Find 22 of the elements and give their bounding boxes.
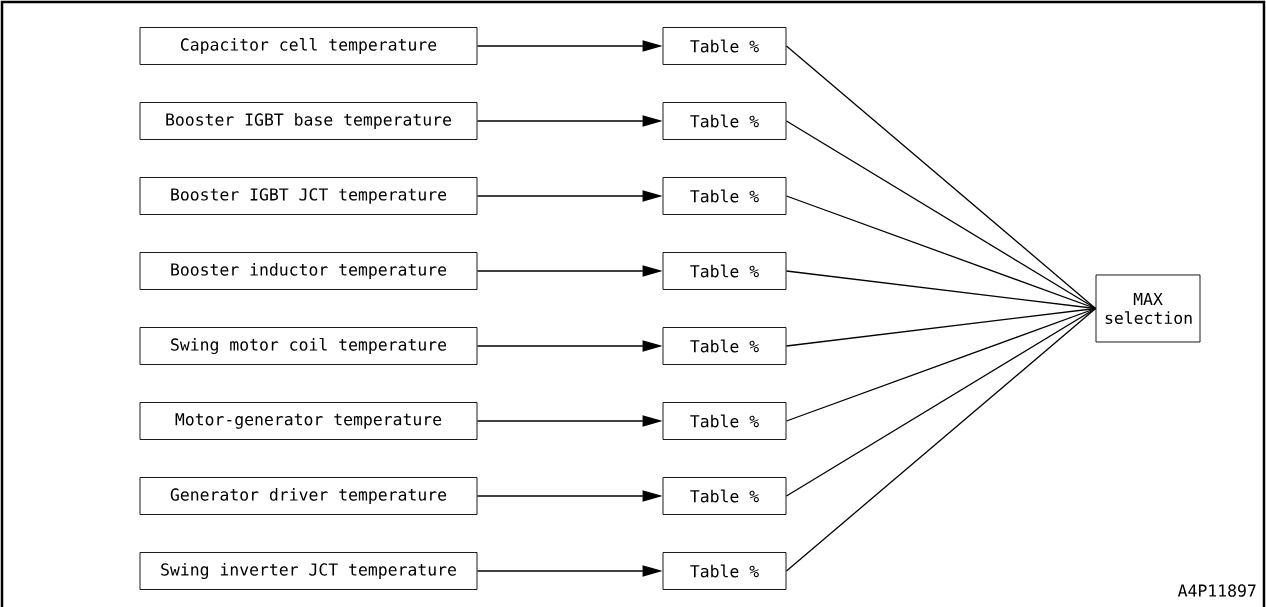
table-box: Table % — [662, 402, 787, 440]
input-box: Swing motor coil temperature — [139, 327, 478, 365]
table-box: Table % — [662, 177, 787, 215]
table-box: Table % — [662, 252, 787, 290]
table-box: Table % — [662, 552, 787, 590]
input-box: Booster IGBT JCT temperature — [139, 177, 478, 215]
input-box: Booster inductor temperature — [139, 252, 478, 290]
input-box: Generator driver temperature — [139, 477, 478, 515]
connector-line — [785, 307, 1097, 347]
drawing-number: A4P11897 — [1177, 584, 1256, 597]
table-box: Table % — [662, 102, 787, 140]
input-box: Capacitor cell temperature — [139, 27, 478, 65]
selection-box: MAX selection — [1095, 274, 1201, 343]
input-box: Booster IGBT base temperature — [139, 102, 478, 140]
table-box: Table % — [662, 477, 787, 515]
table-box: Table % — [662, 327, 787, 365]
table-box: Table % — [662, 27, 787, 65]
connector-line — [785, 307, 1097, 572]
connector-line — [785, 120, 1097, 310]
input-box: Swing inverter JCT temperature — [139, 552, 478, 590]
connector-line — [785, 307, 1097, 497]
input-box: Motor-generator temperature — [139, 402, 478, 440]
